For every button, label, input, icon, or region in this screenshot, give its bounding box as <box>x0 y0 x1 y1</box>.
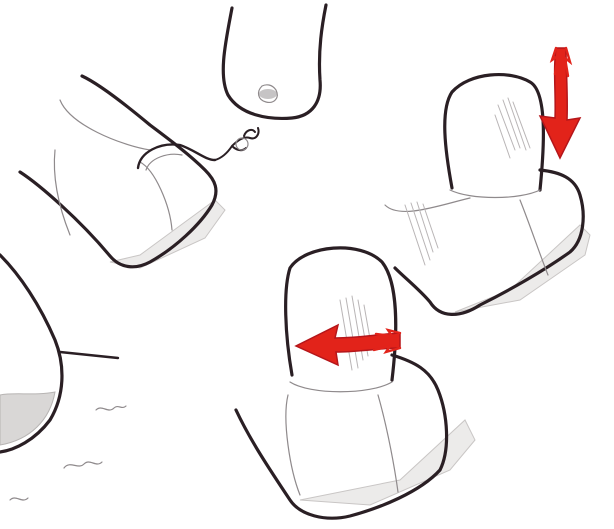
string-frayed-end <box>215 128 259 160</box>
hatch-bottom-cylinder <box>340 296 372 370</box>
body-bottom-contour-1 <box>286 395 300 495</box>
meat-contour-1 <box>60 100 150 150</box>
body-right-contour-1 <box>520 200 548 275</box>
body-right-contour-2 <box>385 198 470 211</box>
hatch-right-cylinder <box>495 98 530 158</box>
panel-top-left <box>20 5 326 268</box>
down-arrow <box>540 48 580 158</box>
squiggle-2 <box>64 462 102 468</box>
cylinder-base-bottom <box>290 382 392 392</box>
string-inner <box>146 154 182 170</box>
left-arrow <box>296 325 400 365</box>
shadow-right <box>455 225 590 312</box>
meat-top-cylinder-bottom <box>286 248 396 380</box>
squiggle-1 <box>96 406 126 410</box>
body-bottom-contour-2 <box>378 395 398 492</box>
down-arrow-body <box>540 48 580 158</box>
panel-bottom-left <box>0 255 126 500</box>
panel-right <box>385 48 590 314</box>
squiggle-3 <box>10 498 28 500</box>
panel-bottom-middle <box>236 248 475 518</box>
cylinder-base-right <box>450 190 540 198</box>
finger-shadow <box>259 89 277 99</box>
meat-contour-2 <box>54 150 70 235</box>
meat-contour-3 <box>140 162 172 230</box>
finger-top <box>223 5 326 118</box>
shadow-bottom-left <box>0 392 55 445</box>
meat-body-right <box>395 170 583 314</box>
string-knot <box>236 138 248 150</box>
table-line-left <box>60 352 118 358</box>
meat-top-cylinder <box>445 75 544 190</box>
left-arrow-body <box>296 325 400 365</box>
